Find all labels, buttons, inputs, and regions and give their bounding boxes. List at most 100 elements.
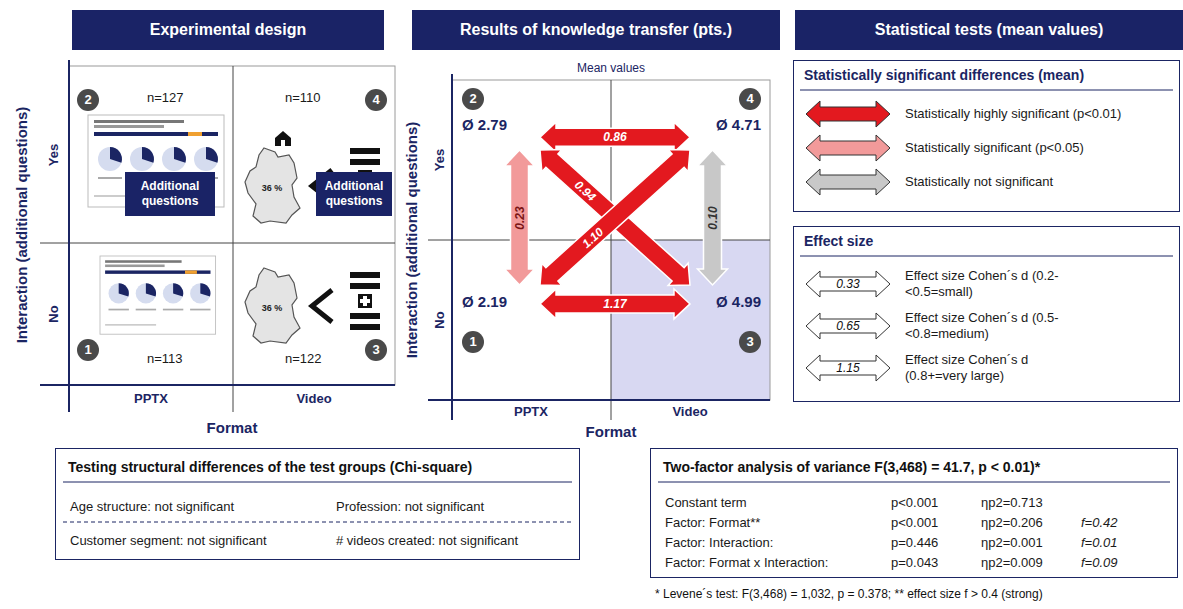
- box-text: f=0.42: [1081, 515, 1118, 531]
- result-cell: 4Ø 4.71: [690, 86, 765, 150]
- box-text: ηp2=0.206: [981, 515, 1043, 531]
- box-text: Ø 4.99: [716, 293, 761, 311]
- box-rule: [658, 482, 1170, 483]
- effect-size-value: 1.15: [836, 361, 859, 375]
- box-text: p<0.001: [891, 495, 938, 511]
- arrow-label: 1.17: [603, 297, 626, 311]
- pptx-illustration: [88, 115, 224, 334]
- box-heading: Statistically significant differences (m…: [804, 67, 1084, 84]
- legend-text: Statistically highly significant (p<0.01…: [905, 106, 1121, 122]
- callout-number: 1: [77, 339, 99, 361]
- callout-number: 2: [77, 89, 99, 111]
- design-grid: [69, 66, 395, 385]
- box-text: p=0.043: [891, 555, 938, 571]
- map-value: 36 %: [262, 303, 283, 314]
- effect-size-value: 0.33: [836, 277, 859, 291]
- box-text: Factor: Format x Interaction:: [665, 555, 828, 571]
- significance-arrow: [540, 289, 690, 319]
- box-text: p<0.001: [891, 515, 938, 531]
- legend-box: Statistically significant differences (m…: [793, 60, 1180, 212]
- arrow-label: 0.23: [512, 206, 526, 229]
- axis-title: Format: [207, 419, 258, 437]
- significance-arrow: [540, 150, 690, 286]
- box-text: Additional questions: [128, 179, 212, 209]
- design-grid: [68, 60, 70, 412]
- design-cell: 4n=110Additional questions: [233, 66, 395, 243]
- header-bar: Results of knowledge transfer (pts.): [412, 10, 780, 50]
- box-heading: Effect size: [804, 233, 873, 250]
- design-grid: [40, 243, 395, 244]
- significance-arrow: [540, 122, 690, 152]
- legend-text: Effect size Cohen´s d (0.2-<0.5=small): [905, 268, 1080, 301]
- arrow-label: 0.10: [705, 206, 719, 229]
- question-box: Additional questions: [125, 172, 215, 216]
- header-bar: Experimental design: [72, 10, 384, 50]
- box-text: n=122: [285, 351, 322, 367]
- axis-label: Yes: [46, 144, 62, 166]
- legend-swatch: [806, 135, 890, 161]
- map-value: 36 %: [262, 183, 283, 194]
- effect-size-value: 0.65: [836, 319, 859, 333]
- video-illustration: [245, 268, 300, 343]
- significance-arrow: [540, 150, 690, 286]
- footnote: * Levene´s test: F(3,468) = 1,032, p = 0…: [655, 587, 1043, 601]
- box-text: Factor: Interaction:: [665, 535, 773, 551]
- box-text: Age structure: not significant: [70, 499, 234, 515]
- box-rule: [63, 90, 1173, 522]
- results-grid: [451, 74, 453, 420]
- axis-label: No: [432, 311, 448, 328]
- result-cell: 3Ø 4.99: [690, 285, 765, 355]
- panel-note: Mean values: [577, 61, 645, 75]
- arrow-label: 0.86: [603, 130, 626, 144]
- box-rule: [63, 482, 572, 483]
- result-cell: 2Ø 2.79: [458, 86, 540, 150]
- house-icon: [281, 140, 285, 146]
- design-cell: 3n=122: [233, 243, 395, 385]
- box-text: Factor: Format**: [665, 515, 760, 531]
- box-text: Ø 2.19: [462, 293, 507, 311]
- axis-label: Video: [672, 404, 707, 420]
- box-heading: Two-factor analysis of variance F(3,468)…: [663, 459, 1040, 476]
- legend-text: Statistically significant (p<0.05): [905, 140, 1084, 156]
- box-text: f=0.09: [1081, 555, 1118, 571]
- box-text: n=113: [147, 351, 183, 367]
- axis-title: Interaction (additional questions): [13, 107, 31, 344]
- box-text: Customer segment: not significant: [70, 533, 267, 549]
- box-text: p=0.446: [891, 535, 938, 551]
- legend-swatch: [806, 169, 890, 195]
- result-cell: 1 Ø 2.19: [458, 285, 540, 355]
- design-cell: 1 n=113: [69, 243, 233, 385]
- axis-label: PPTX: [514, 404, 548, 420]
- pptx-illustration: [100, 256, 216, 334]
- box-rule: [63, 522, 572, 523]
- box-heading: Statistical tests (mean values): [875, 20, 1104, 39]
- design-grid: [233, 66, 234, 412]
- legend-swatch: [806, 313, 890, 339]
- legend-text: Effect size Cohen´s d (0.8+=very large): [905, 352, 1080, 385]
- design-grid: [40, 384, 395, 386]
- box-text: # videos created: not significant: [336, 533, 518, 549]
- less-than-symbol: [312, 290, 332, 322]
- results-grid: [428, 74, 770, 420]
- box-text: ηp2=0.001: [981, 535, 1043, 551]
- callout-number: 4: [365, 89, 387, 111]
- callout-number: 2: [462, 88, 484, 110]
- axis-title: Format: [586, 423, 637, 441]
- callout-number: 1: [462, 331, 484, 353]
- box-rule: [800, 90, 1173, 91]
- chi-square-box: Testing structural differences of the te…: [55, 448, 580, 560]
- legend-swatch: [806, 101, 890, 127]
- video-illustration: [350, 272, 380, 330]
- legend-text: Statistically not significant: [905, 174, 1053, 190]
- axis-label: PPTX: [134, 391, 168, 407]
- axis-label: Video: [296, 391, 331, 407]
- house-icon: [275, 131, 291, 146]
- results-grid: [428, 399, 770, 401]
- header-bar: Statistical tests (mean values): [795, 10, 1183, 50]
- box-text: Additional questions: [319, 179, 389, 209]
- axis-title: Interaction (additional questions): [403, 122, 421, 359]
- box-heading: Results of knowledge transfer (pts.): [460, 20, 732, 39]
- video-illustration: [245, 148, 300, 223]
- box-text: n=127: [147, 90, 184, 106]
